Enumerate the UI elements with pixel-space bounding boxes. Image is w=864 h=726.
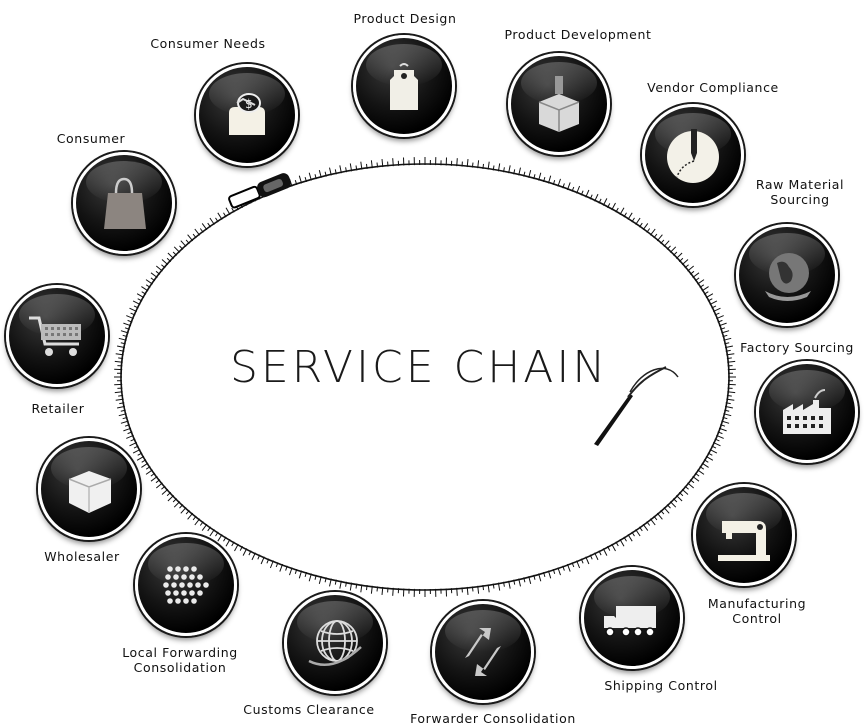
node-consumer-needs: $ (196, 64, 298, 166)
factory-icon (775, 380, 839, 444)
money-bag-icon: $ (215, 83, 279, 147)
label-product-design: Product Design (353, 11, 457, 26)
globe-icon (755, 243, 819, 307)
label-consumer-needs: Consumer Needs (150, 36, 266, 51)
label-retailer: Retailer (31, 401, 85, 416)
node-retailer (6, 285, 108, 387)
arrow-dot (173, 574, 179, 580)
arrow-dot (189, 574, 195, 580)
arrow-dot (181, 574, 187, 580)
arrow-dot (197, 574, 203, 580)
recycle-arrows-icon (451, 620, 515, 684)
arrow-dot (173, 590, 179, 596)
arrow-dot (165, 590, 171, 596)
node-factory-sourcing (756, 361, 858, 463)
node-forwarder-consolidation (432, 601, 534, 703)
wire-globe-icon (303, 611, 367, 675)
node-local-forwarding-consolidation (135, 534, 237, 636)
carton-box-icon (57, 457, 121, 521)
sewing-needle-icon (661, 123, 725, 187)
node-product-design (353, 35, 455, 137)
label-wholesaler: Wholesaler (44, 549, 120, 564)
arrow-dot (181, 590, 187, 596)
arrow-dot (195, 582, 201, 588)
node-consumer (73, 152, 175, 254)
sewing-needle-icon (594, 366, 679, 446)
label-forwarder-consolidation: Forwarder Consolidation (410, 711, 576, 726)
arrow-dot (187, 582, 193, 588)
label-factory-sourcing: Factory Sourcing (740, 340, 854, 355)
arrow-dot (191, 598, 197, 604)
truck-icon (600, 586, 664, 650)
arrow-dot (197, 590, 203, 596)
sewing-machine-icon (712, 503, 776, 567)
node-product-development (508, 53, 610, 155)
dotted-arrow-icon (154, 553, 218, 617)
node-shipping-control (581, 567, 683, 669)
arrow-dot (189, 590, 195, 596)
arrow-dot (165, 574, 171, 580)
node-manufacturing-control (693, 484, 795, 586)
label-shipping-control: Shipping Control (604, 678, 718, 693)
price-tag-icon (372, 54, 436, 118)
node-wholesaler (38, 438, 140, 540)
label-vendor-compliance: Vendor Compliance (647, 80, 779, 95)
node-vendor-compliance (642, 104, 744, 206)
arrow-dot (191, 566, 197, 572)
arrow-dot (175, 566, 181, 572)
arrow-dot (167, 566, 173, 572)
arrow-dot (171, 582, 177, 588)
diagram-title: SERVICE CHAIN (230, 342, 609, 393)
node-customs-clearance (284, 592, 386, 694)
arrow-dot (167, 598, 173, 604)
node-raw-material-sourcing (736, 224, 838, 326)
label-customs-clearance: Customs Clearance (243, 702, 375, 717)
label-consumer: Consumer (56, 131, 126, 146)
arrow-dot (183, 598, 189, 604)
shopping-cart-icon (25, 304, 89, 368)
arrow-dot (175, 598, 181, 604)
box-with-arrow-icon (527, 72, 591, 136)
shopping-bag-icon (92, 171, 156, 235)
arrow-dot (183, 566, 189, 572)
arrow-dot (179, 582, 185, 588)
label-product-development: Product Development (504, 27, 652, 42)
arrow-dot (163, 582, 169, 588)
arrow-dot (203, 582, 209, 588)
zipper-pull-icon (228, 173, 292, 209)
svg-text:$: $ (245, 97, 253, 111)
